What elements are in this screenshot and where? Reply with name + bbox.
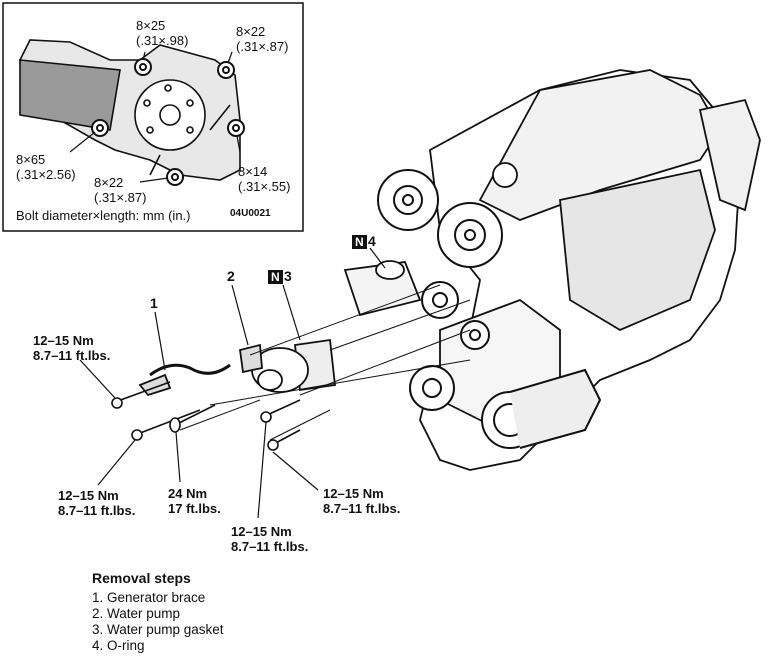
engine-pulleys bbox=[377, 169, 602, 449]
callout-part-3: 3 bbox=[284, 268, 292, 284]
callout-leaders bbox=[79, 247, 386, 519]
figure-code: 04U0021 bbox=[230, 208, 271, 219]
bolt-size-8x22-top: 8×22(.31×.87) bbox=[236, 24, 289, 54]
callout-part-1: 1 bbox=[150, 295, 158, 311]
badge-n-part-4: N bbox=[352, 235, 367, 249]
removal-steps: Removal steps 1. Generator brace 2. Wate… bbox=[92, 570, 224, 654]
inset-water-pump bbox=[19, 39, 241, 181]
bolt-size-8x25: 8×25(.31×.98) bbox=[136, 18, 189, 48]
removal-step: 1. Generator brace bbox=[92, 590, 206, 605]
inset-bolt-heads bbox=[91, 58, 245, 186]
bolt-note: Bolt diameter×length: mm (in.) bbox=[16, 208, 191, 223]
removal-step: 4. O-ring bbox=[92, 638, 145, 653]
callout-part-4: 4 bbox=[368, 233, 376, 249]
bolts bbox=[111, 381, 301, 451]
bolt-size-8x14: 8×14(.31×.55) bbox=[238, 164, 291, 194]
inset-leader-lines bbox=[69, 51, 241, 183]
removal-step: 2. Water pump bbox=[92, 606, 181, 621]
explode-lines bbox=[179, 284, 471, 441]
removal-steps-title: Removal steps bbox=[92, 570, 191, 586]
bolt-size-8x65: 8×65(.31×2.56) bbox=[16, 152, 76, 182]
bolt-size-8x22-bottom: 8×22(.31×.87) bbox=[94, 175, 147, 205]
callout-part-2: 2 bbox=[227, 268, 235, 284]
badge-n-part-3: N bbox=[268, 270, 283, 284]
removal-step: 3. Water pump gasket bbox=[92, 622, 224, 637]
